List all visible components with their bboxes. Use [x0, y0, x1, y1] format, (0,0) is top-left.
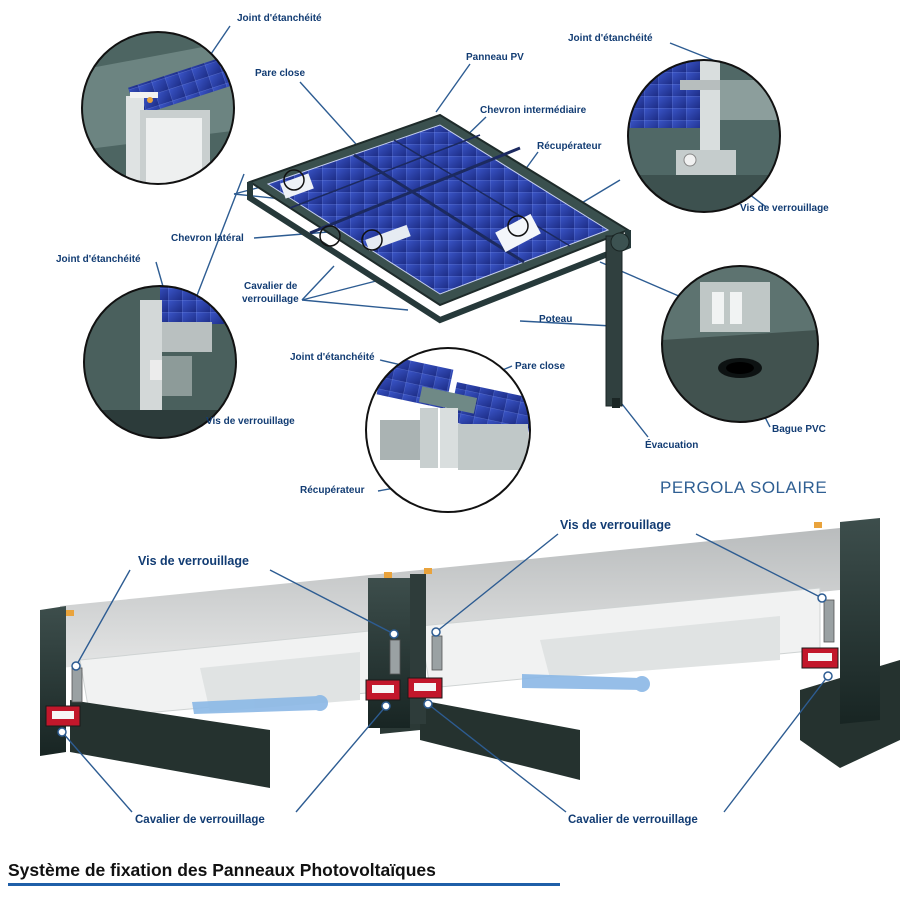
label-joint-mid-left: Joint d'étanchéité — [56, 254, 141, 265]
label-bague-pvc: Bague PVC — [772, 424, 826, 435]
pergola-illustration — [155, 25, 771, 492]
pergola-title: PERGOLA SOLAIRE — [660, 478, 828, 497]
label-fixation-cavalier-left: Cavalier de verrouillage — [135, 814, 265, 826]
label-pare-close-center: Pare close — [515, 361, 566, 372]
label-joint-top-left: Joint d'étanchéité — [237, 13, 322, 24]
label-chevron-intermediaire: Chevron intermédiaire — [480, 105, 587, 116]
label-vis-left: Vis de verrouillage — [206, 416, 295, 427]
label-chevron-lateral: Chevron latéral — [171, 233, 244, 244]
label-pare-close-top: Pare close — [255, 68, 306, 79]
label-vis-right: Vis de verrouillage — [740, 203, 829, 214]
detail-pare-close-center — [365, 347, 531, 513]
label-fixation-vis-left: Vis de verrouillage — [138, 554, 249, 568]
label-recuperateur-top: Récupérateur — [537, 141, 602, 152]
label-fixation-cavalier-right: Cavalier de verrouillage — [568, 814, 698, 826]
label-recuperateur-bottom: Récupérateur — [300, 485, 365, 496]
detail-joint-top-left — [81, 31, 235, 185]
caption-underline — [8, 883, 560, 886]
label-cavalier-line1: Cavalier de — [244, 281, 298, 292]
label-fixation-vis-right: Vis de verrouillage — [560, 518, 671, 532]
label-panneau-pv: Panneau PV — [466, 52, 524, 63]
label-evacuation: Évacuation — [645, 440, 699, 451]
label-joint-top-right: Joint d'étanchéité — [568, 33, 653, 44]
figure-caption: Système de fixation des Panneaux Photovo… — [8, 860, 436, 880]
label-joint-center: Joint d'étanchéité — [290, 352, 375, 363]
detail-joint-top-right — [627, 59, 781, 213]
label-poteau: Poteau — [539, 314, 573, 325]
detail-bague-pvc — [661, 265, 819, 423]
fixation-illustration — [40, 518, 900, 813]
label-cavalier-line2: verrouillage — [242, 294, 299, 305]
